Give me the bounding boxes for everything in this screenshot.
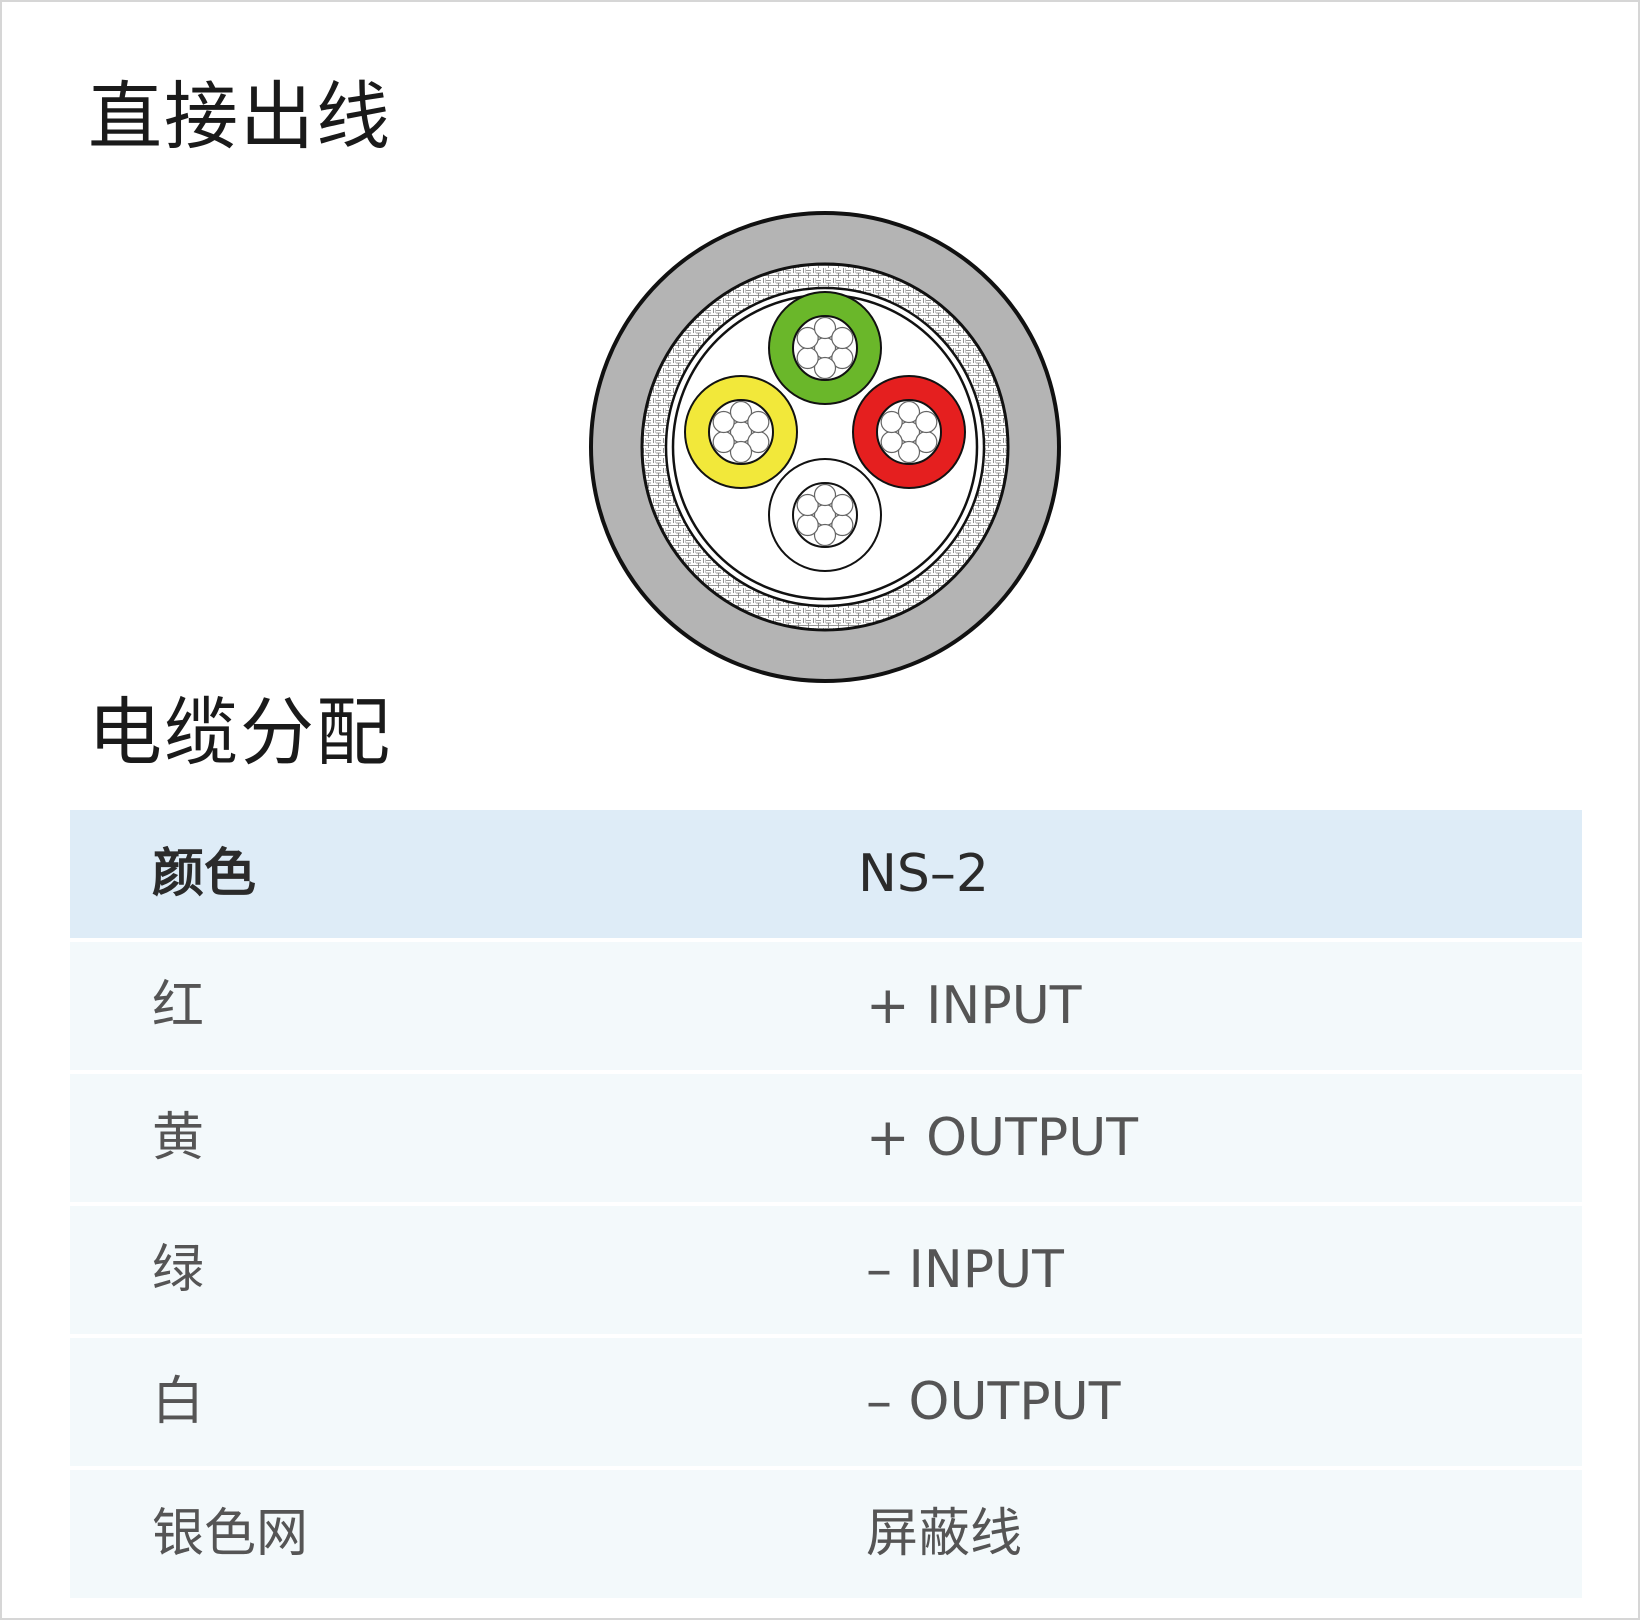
row-color: 红 — [152, 976, 205, 1036]
green-conductor — [768, 291, 882, 405]
red-conductor — [852, 375, 966, 489]
row-signal: + OUTPUT — [866, 1108, 1139, 1168]
cable-section-title: 直接出线 — [88, 74, 392, 160]
row-signal: – INPUT — [866, 1240, 1064, 1300]
table-row: 绿 – INPUT — [70, 1206, 1582, 1334]
row-signal: + INPUT — [866, 976, 1082, 1036]
table-row: 红 + INPUT — [70, 942, 1582, 1070]
header-model: NS–2 — [858, 844, 989, 904]
table-row: 白 – OUTPUT — [70, 1338, 1582, 1466]
header-color: 颜色 — [152, 844, 257, 904]
row-color: 绿 — [152, 1240, 205, 1300]
table-header-row: 颜色 NS–2 — [70, 810, 1582, 938]
row-color: 黄 — [152, 1108, 205, 1168]
row-signal: 屏蔽线 — [866, 1504, 1023, 1564]
yellow-conductor — [684, 375, 798, 489]
white-conductor — [768, 458, 882, 572]
cable-cross-section-diagram — [589, 211, 1061, 683]
table-row: 银色网 屏蔽线 — [70, 1470, 1582, 1598]
row-color: 银色网 — [152, 1504, 309, 1564]
row-signal: – OUTPUT — [866, 1372, 1121, 1432]
cable-assignment-table: 颜色 NS–2 红 + INPUT 黄 + OUTPUT 绿 – INPUT 白… — [70, 810, 1582, 1602]
assignment-section-title: 电缆分配 — [88, 690, 392, 776]
row-color: 白 — [152, 1372, 205, 1432]
table-row: 黄 + OUTPUT — [70, 1074, 1582, 1202]
